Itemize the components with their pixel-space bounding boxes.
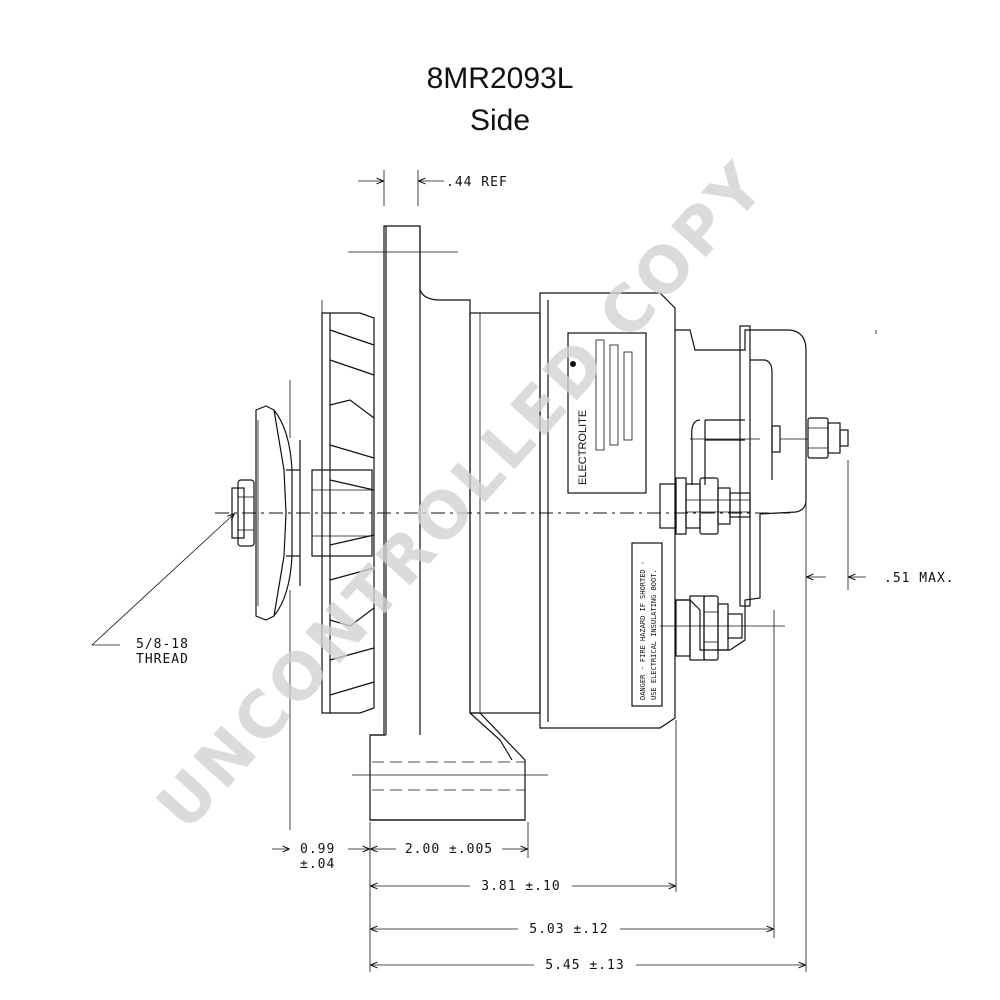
terminal-cluster-upper: [659, 477, 751, 535]
terminal-cluster-lower: [660, 595, 785, 661]
front-housing: [348, 225, 548, 821]
dimension-503: 5.03 ±.12: [371, 922, 773, 937]
part-number-title: 8MR2093L: [427, 62, 574, 95]
title-block: 8MR2093L Side: [427, 62, 574, 137]
thread-text-line1: 5/8-18: [136, 637, 189, 652]
brand-label-plate: ELECTROLITE: [567, 332, 647, 494]
dimension-thread: 5/8-18 THREAD: [91, 514, 234, 667]
dimension-099: 0.99 ±.04: [272, 842, 369, 872]
extension-lines: [369, 590, 807, 972]
cooling-fan: [311, 300, 375, 714]
dimension-545: 5.45 ±.13: [371, 958, 805, 973]
danger-text-line1: DANGER - FIRE HAZARD IF SHORTED -: [639, 561, 647, 700]
view-title: Side: [470, 104, 530, 137]
dimension-ref: .44 REF: [358, 170, 508, 206]
thread-text-line2: THREAD: [136, 652, 189, 667]
d381-text: 3.81 ±.10: [481, 879, 560, 894]
d099-text-line2: ±.04: [300, 857, 335, 872]
max-dimension-text: .51 MAX.: [884, 571, 955, 586]
dimension-381: 3.81 ±.10: [371, 879, 675, 894]
alternator-side-view: ELECTROLITE DANGER - FIRE HAZARD IF SHOR…: [215, 225, 877, 830]
output-terminal: [690, 417, 849, 459]
d200-text: 2.00 ±.005: [405, 842, 493, 857]
danger-text-line2: USE ELECTRICAL INSULATING BOOT.: [650, 569, 658, 700]
label-dot: [570, 361, 576, 367]
dimension-max: .51 MAX.: [805, 460, 955, 590]
rear-housing: [539, 292, 676, 729]
danger-label: DANGER - FIRE HAZARD IF SHORTED - USE EL…: [631, 542, 663, 707]
d545-text: 5.45 ±.13: [545, 958, 624, 973]
pulley: [255, 380, 301, 830]
dimension-200: 2.00 ±.005: [371, 842, 527, 857]
d099-text-line1: 0.99: [300, 842, 335, 857]
ref-dimension-text: .44 REF: [446, 175, 508, 190]
rear-cover: [675, 325, 807, 651]
d503-text: 5.03 ±.12: [529, 922, 608, 937]
brand-text: ELECTROLITE: [577, 410, 589, 485]
